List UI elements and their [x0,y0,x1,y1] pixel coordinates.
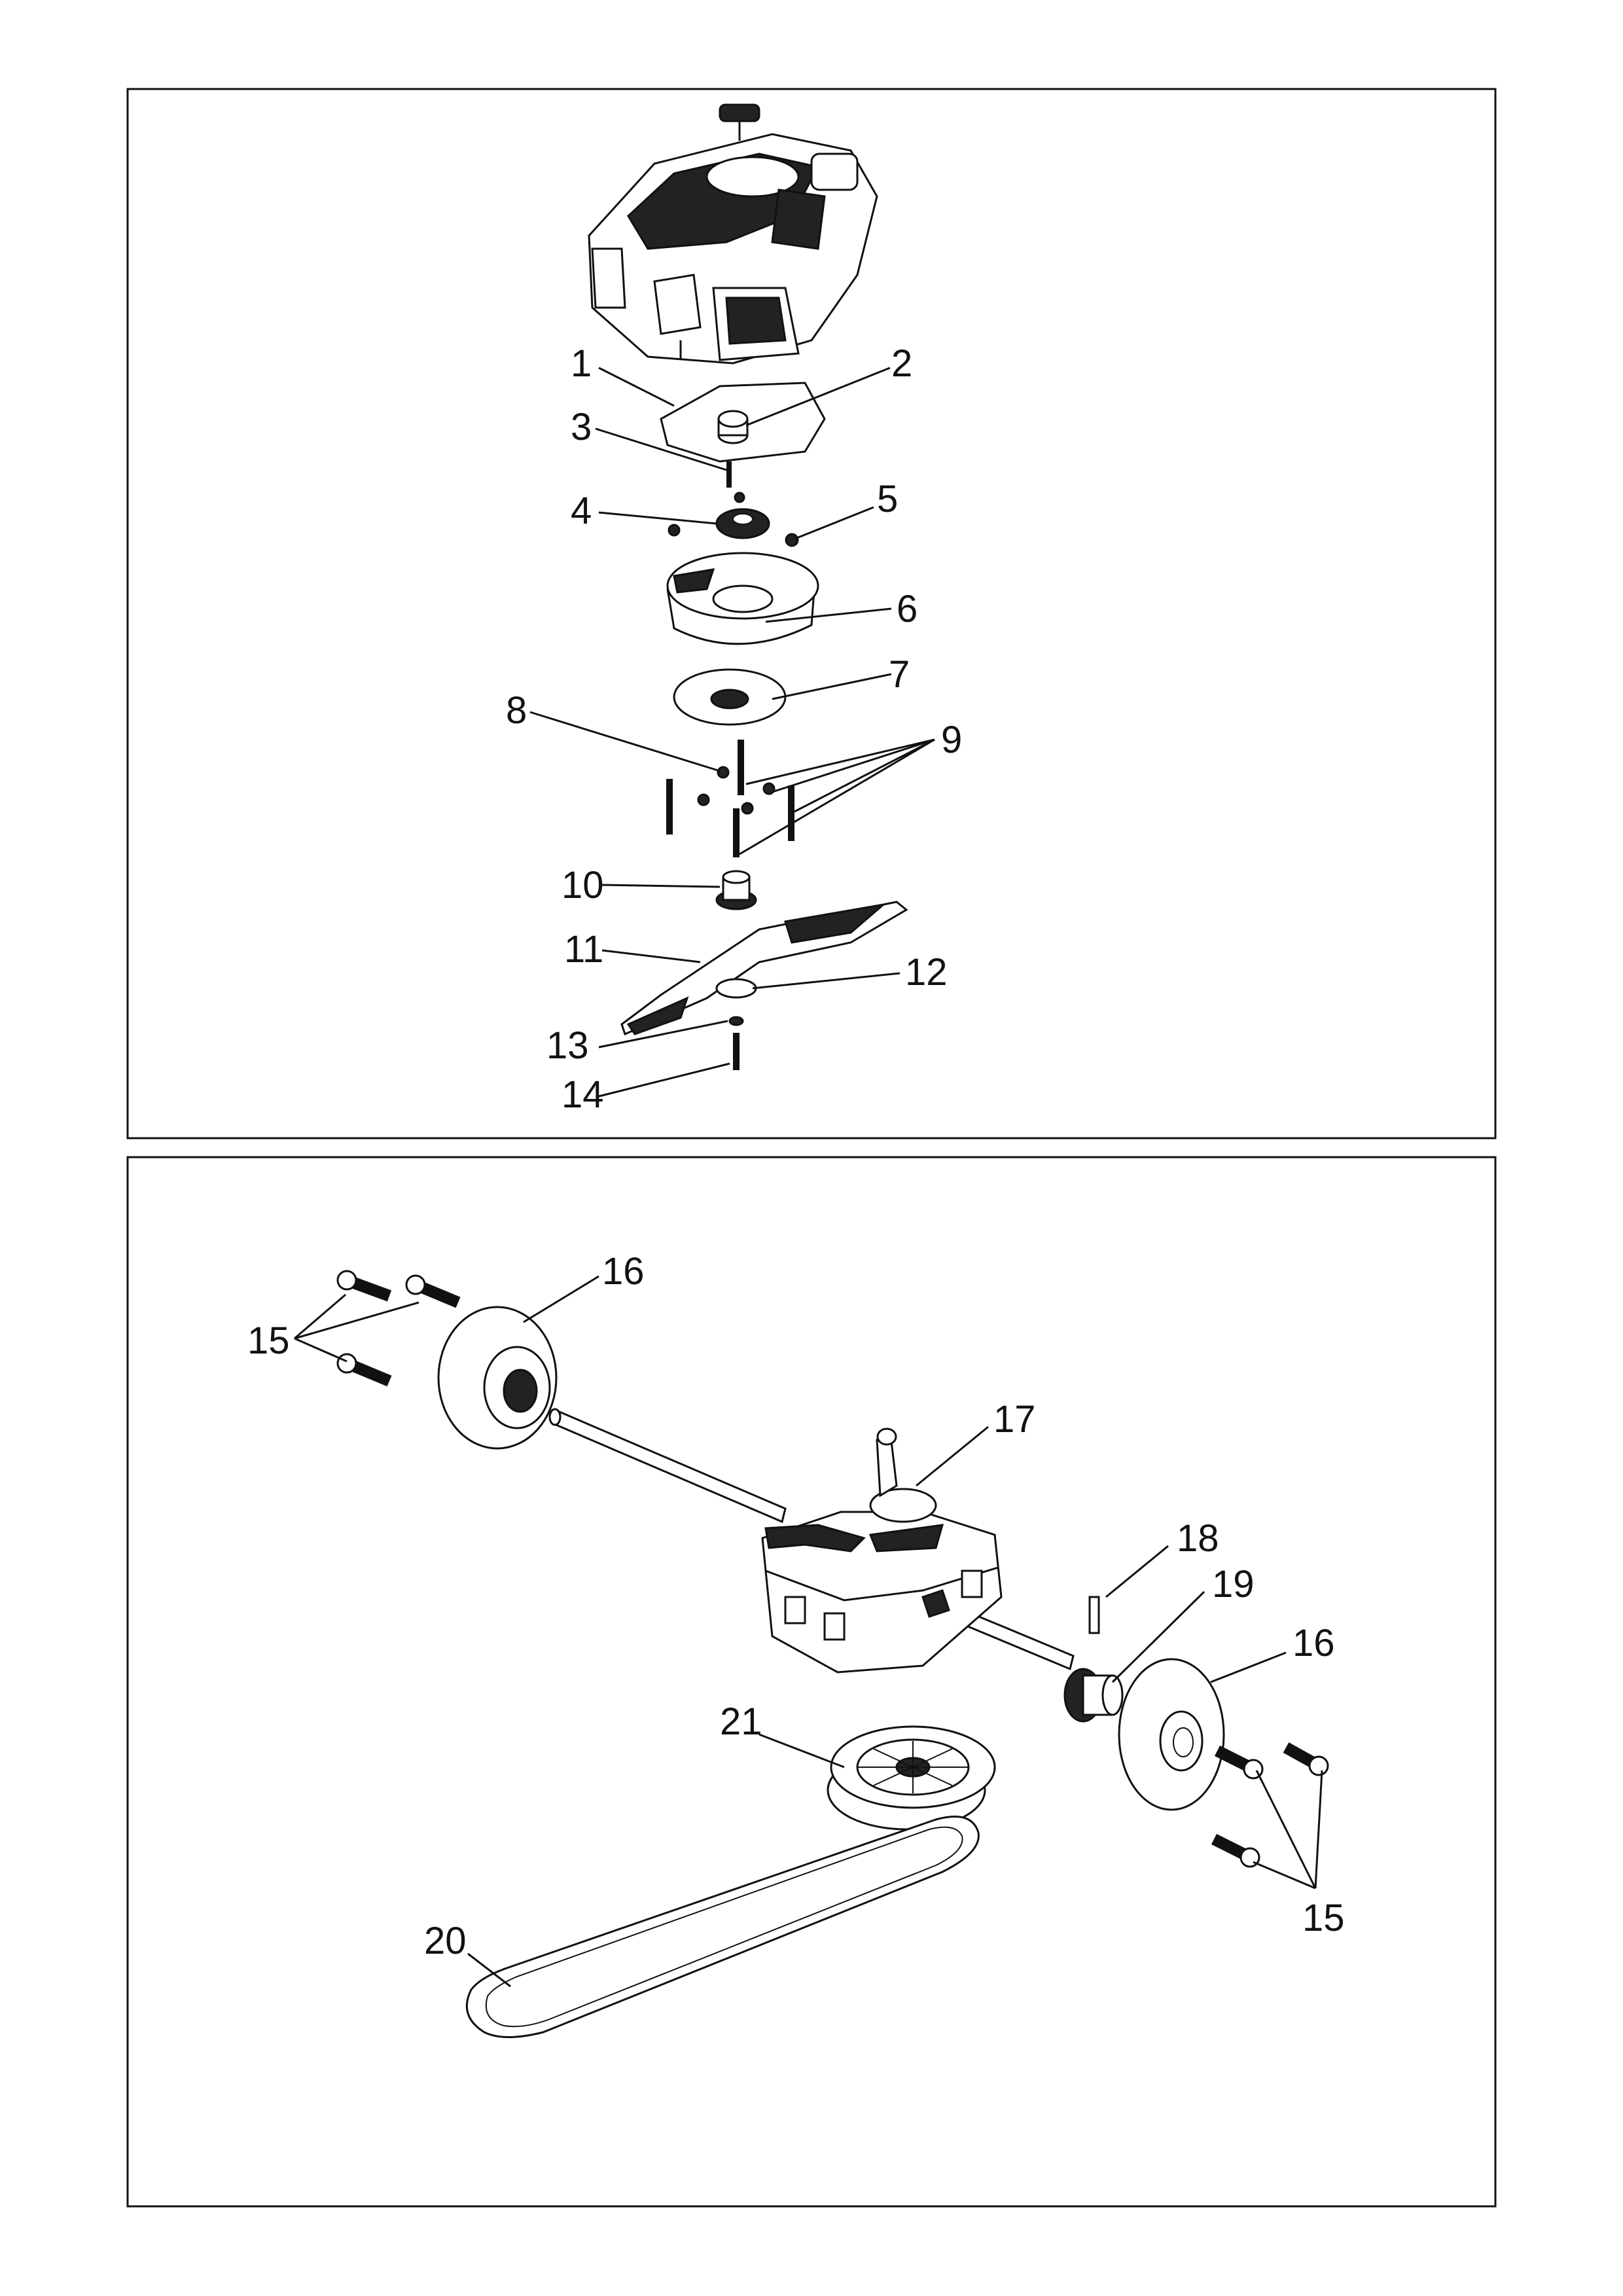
callout-19: 19 [1212,1563,1255,1605]
callout-20: 20 [424,1920,467,1962]
callout-18: 18 [1177,1517,1219,1560]
part-15-bolts-right [1211,1742,1329,1868]
part-8-9-bolts [666,740,794,857]
callout-11: 11 [564,928,603,971]
lower-leader-lines [294,1275,1323,1988]
part-10-blade-hub [715,870,757,910]
part-4-bearing [668,492,770,539]
callout-3: 3 [571,406,592,448]
lower-panel-frame [126,1156,1497,2208]
callout-14: 14 [562,1073,604,1116]
part-13-lock-washer [728,1016,744,1026]
part-7-blade-plate [673,668,787,726]
part-6-clutch-drum [666,552,819,645]
callout-17: 17 [993,1398,1036,1441]
callout-16-right: 16 [1293,1622,1335,1664]
part-16-wheel-hub-right [1118,1658,1225,1811]
callout-8: 8 [506,689,527,732]
callout-5: 5 [877,478,898,520]
callout-15-left: 15 [247,1319,290,1362]
part-20-v-belt [465,1816,980,2038]
callout-1: 1 [571,342,592,385]
callout-21: 21 [720,1700,762,1743]
callout-4: 4 [571,490,592,532]
upper-panel-frame [126,88,1497,1139]
part-2-hub [717,410,749,444]
part-18-pin [1088,1596,1100,1634]
callout-6: 6 [897,588,918,630]
engine-illustration [588,103,878,365]
callout-13: 13 [546,1024,589,1067]
part-5-nut [785,533,799,547]
part-12-washer [715,978,757,999]
part-19-sprocket [1063,1668,1124,1723]
callout-9: 9 [941,719,962,761]
upper-leader-lines [529,367,935,1098]
callout-12: 12 [905,951,948,994]
callout-7: 7 [889,653,910,696]
part-21-pulley [827,1725,996,1831]
callout-2: 2 [891,342,912,385]
callout-10: 10 [562,864,604,906]
part-16-wheel-hub-left [437,1306,558,1450]
part-17-gearbox [761,1427,1003,1674]
callout-16-left: 16 [602,1250,645,1293]
callout-15-right: 15 [1302,1897,1345,1939]
part-11-blade [620,901,908,1036]
